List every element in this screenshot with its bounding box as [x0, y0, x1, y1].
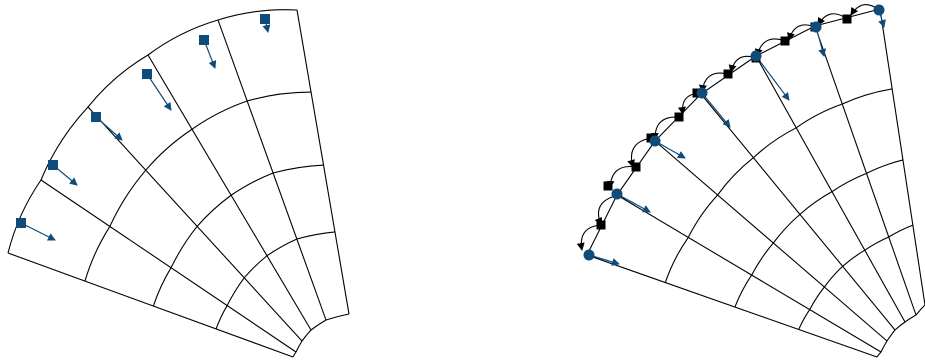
right-midpoint-node-square: [842, 14, 852, 24]
left-ring-arc: [7, 9, 298, 254]
left-node-vector-arrow: [20, 222, 56, 241]
right-radial-line: [814, 25, 917, 316]
left-radial-line: [147, 54, 312, 331]
left-radial-line: [40, 179, 297, 353]
right-ring-arc: [734, 159, 904, 308]
left-ring-arc: [215, 231, 336, 330]
left-boundary-node-square: [16, 218, 26, 228]
right-radial-line: [654, 140, 888, 342]
right-boundary-node-circle: [810, 21, 822, 33]
left-radial-line: [87, 106, 303, 342]
right-midpoint-node-square: [603, 181, 613, 191]
right-midpoint-node-square: [723, 69, 733, 79]
left-radial-line: [217, 19, 327, 321]
right-boundary-node-circle: [750, 50, 762, 62]
right-boundary-node-circle: [583, 249, 595, 261]
right-midpoint-node-square: [674, 112, 684, 122]
right-boundary-node-circle: [873, 4, 885, 16]
right-mesh-diagram: [576, 4, 925, 358]
left-ring-arc: [292, 313, 350, 358]
left-radial-line: [296, 9, 350, 315]
left-boundary-node-square: [260, 14, 270, 24]
right-boundary-node-circle: [649, 135, 661, 147]
right-boundary-node-circle: [611, 188, 623, 200]
left-radial-line: [7, 252, 294, 358]
right-node-vector-arrow: [654, 140, 686, 159]
left-boundary-node-square: [91, 112, 101, 122]
right-ring-arc: [798, 224, 914, 330]
right-node-vector-arrow: [755, 55, 790, 101]
left-ring-arc: [84, 91, 312, 282]
right-midpoint-node-square: [780, 36, 790, 46]
right-radial-line: [616, 194, 882, 353]
right-radial-line: [700, 93, 896, 331]
right-boundary-node-circle: [696, 87, 708, 99]
left-mesh-diagram: [7, 9, 350, 358]
right-midpoint-node-square: [631, 162, 641, 172]
right-node-vector-arrow: [701, 92, 731, 128]
right-ring-arc: [876, 304, 925, 358]
right-node-vector-arrow: [616, 193, 651, 213]
right-midpoint-node-square: [596, 220, 606, 230]
right-outer-ring: [586, 8, 881, 256]
right-radial-line: [755, 55, 906, 323]
right-ring-arc: [664, 88, 893, 283]
left-boundary-node-square: [142, 69, 152, 79]
right-radial-line: [879, 8, 925, 306]
right-radial-line: [586, 254, 878, 358]
left-boundary-node-square: [48, 160, 58, 170]
left-node-vector-arrow: [146, 73, 172, 111]
left-ring-arc: [152, 164, 324, 307]
left-boundary-node-square: [199, 35, 209, 45]
